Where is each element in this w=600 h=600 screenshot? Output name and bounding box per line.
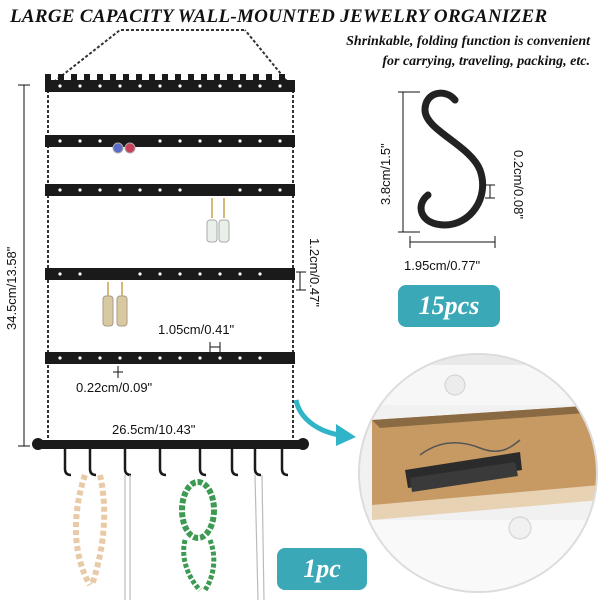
s-hook-icon bbox=[417, 89, 487, 229]
hook-width-label: 1.95cm/0.77" bbox=[404, 258, 481, 273]
earrings bbox=[102, 142, 230, 327]
drawer-photo bbox=[358, 353, 598, 593]
arrow-icon bbox=[293, 399, 356, 446]
organizer-quantity-badge: 1pc bbox=[277, 548, 367, 590]
hook-height-label: 3.8cm/1.5" bbox=[378, 143, 393, 205]
subtitle-line-2: for carrying, traveling, packing, etc. bbox=[382, 54, 590, 69]
hook-bar bbox=[32, 438, 309, 477]
hook-thickness-label: 0.2cm/0.08" bbox=[511, 150, 526, 219]
width-dimension-label: 26.5cm/10.43" bbox=[112, 422, 196, 437]
organizer-dimension-lines bbox=[18, 84, 306, 447]
subtitle-line-1: Shrinkable, folding function is convenie… bbox=[346, 34, 590, 49]
rack-spacing-label: 1.2cm/0.47" bbox=[307, 238, 322, 307]
slot-width-label: 1.05cm/0.41" bbox=[158, 322, 235, 337]
height-dimension-label: 34.5cm/13.58" bbox=[4, 246, 19, 330]
necklaces bbox=[73, 474, 265, 600]
hook-quantity-badge: 15pcs bbox=[398, 285, 500, 327]
hole-size-label: 0.22cm/0.09" bbox=[76, 380, 153, 395]
jewelry-racks bbox=[45, 74, 295, 364]
page-title: LARGE CAPACITY WALL-MOUNTED JEWELRY ORGA… bbox=[10, 6, 548, 27]
hook-dimension-lines bbox=[398, 91, 496, 248]
